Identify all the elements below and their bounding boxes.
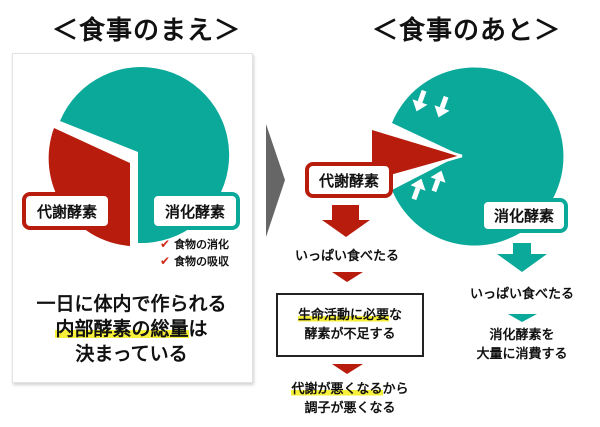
before-digestive-label: 消化酵素 (150, 192, 240, 230)
compress-arrows-icon (410, 89, 450, 201)
red-down-triangle-icon (332, 364, 363, 374)
metabolic-step-text: いっぱい食べたる (294, 249, 399, 264)
enzyme-shortage-box: 生命活動に必要な 酵素が不足する (276, 293, 424, 357)
digestive-step-text: いっぱい食べたる (469, 287, 574, 302)
before-heading: ＜食事のまえ＞ (52, 16, 242, 46)
digestive-checklist: ✔ 食物の消化 ✔ 食物の吸収 (160, 236, 229, 269)
teal-down-arrow-icon (497, 243, 547, 272)
metabolic-enzyme-wedge (372, 130, 458, 180)
metabolic-result: 代謝が悪くなるから 調子が悪くなる (291, 382, 409, 416)
red-down-arrow-icon (322, 205, 370, 237)
check-icon: ✔ (160, 237, 171, 251)
check-icon: ✔ (160, 254, 171, 268)
checklist-item: ✔ 食物の吸収 (160, 254, 230, 268)
teal-down-triangle-icon (508, 314, 537, 322)
digestive-result: 消化酵素を 大量に消費する (476, 328, 568, 362)
after-digestive-label: 消化酵素 (480, 198, 568, 233)
checklist-item: ✔ 食物の消化 (160, 237, 230, 251)
before-metabolic-label: 代謝酵素 (22, 192, 112, 230)
after-metabolic-label: 代謝酵素 (305, 162, 393, 198)
after-heading: ＜食事のあと＞ (372, 16, 562, 46)
before-statement: 一日に体内で作られる 内部酵素の総量は 決まっている (36, 293, 227, 365)
red-down-triangle-icon (332, 272, 363, 282)
